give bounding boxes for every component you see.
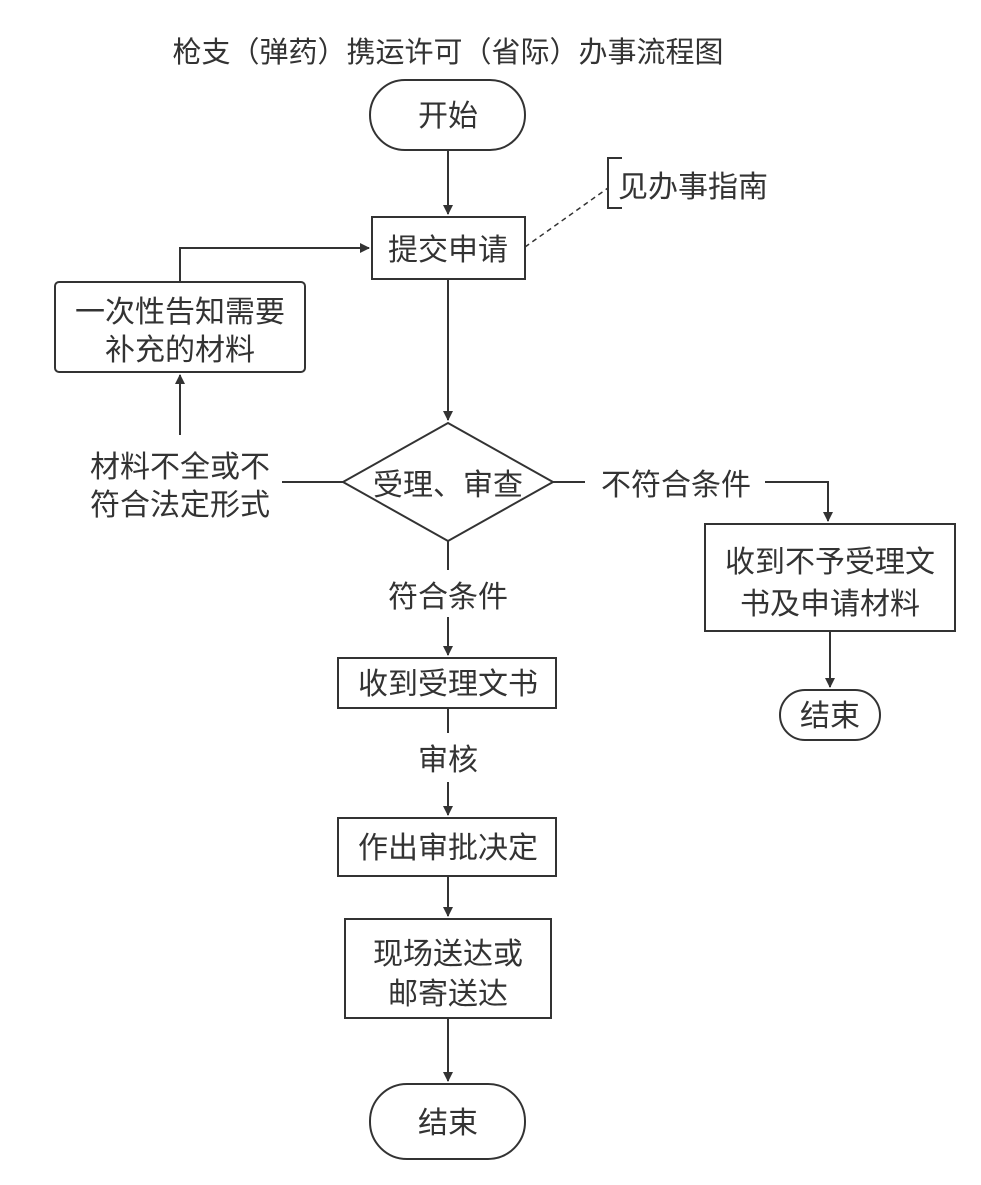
end-main-node: 结束: [369, 1083, 526, 1160]
delivery-label-line1: 现场送达或: [373, 937, 523, 972]
receive-accept-node: 收到受理文书: [337, 657, 557, 709]
review-label: 受理、审查: [373, 468, 523, 503]
edge-review-notqualified-b: [765, 481, 833, 522]
supplement-label-line1: 一次性告知需要: [75, 295, 285, 330]
guide-annotation: 见办事指南: [524, 157, 768, 248]
reject-docs-line1: 收到不予受理文: [725, 545, 935, 580]
decision-node: 作出审批决定: [337, 817, 557, 877]
incomplete-label-line2: 符合法定形式: [90, 488, 270, 523]
guide-note-label: 见办事指南: [618, 170, 768, 205]
supplement-label-line2: 补充的材料: [105, 333, 255, 368]
submit-label: 提交申请: [388, 233, 508, 268]
review-decision-node: 受理、审查: [340, 421, 556, 543]
reject-docs-line2: 书及申请材料: [740, 587, 920, 622]
end-main-label: 结束: [418, 1106, 478, 1141]
delivery-label-line2: 邮寄送达: [388, 977, 508, 1012]
incomplete-edge-label: 材料不全或不 符合法定形式: [90, 450, 270, 523]
edge-supplement-submit: [179, 243, 370, 282]
end-reject-label: 结束: [800, 699, 860, 734]
submit-node: 提交申请: [371, 216, 526, 280]
start-label: 开始: [418, 99, 478, 134]
diagram-title: 枪支（弹药）携运许可（省际）办事流程图: [172, 35, 723, 69]
qualified-label: 符合条件: [388, 580, 508, 615]
start-node: 开始: [369, 79, 526, 151]
supplement-node: 一次性告知需要 补充的材料: [54, 281, 306, 373]
end-reject-node: 结束: [779, 689, 881, 741]
reject-docs-node: 收到不予受理文 书及申请材料: [704, 523, 956, 632]
incomplete-label-line1: 材料不全或不: [90, 450, 270, 485]
not-qualified-label: 不符合条件: [601, 468, 751, 503]
decision-label: 作出审批决定: [358, 831, 538, 866]
receive-accept-label: 收到受理文书: [358, 667, 538, 702]
audit-label: 审核: [418, 743, 478, 778]
delivery-node: 现场送达或 邮寄送达: [344, 918, 552, 1019]
